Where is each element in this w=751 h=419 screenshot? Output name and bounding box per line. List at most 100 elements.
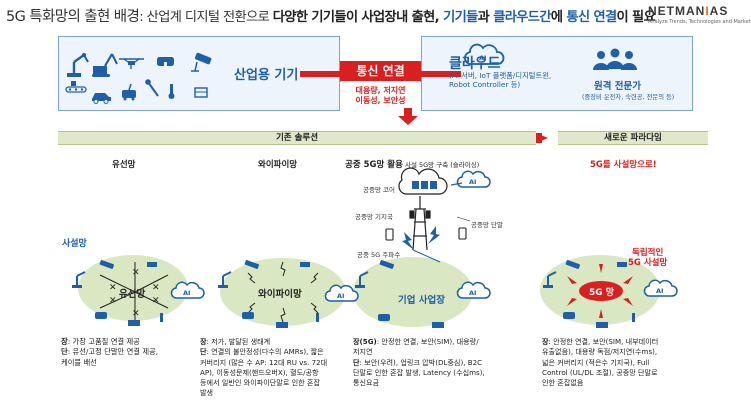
core-ai-label: AI xyxy=(469,178,477,186)
wifi-ai-cloud-icon xyxy=(324,284,359,302)
core-server-icons xyxy=(412,181,437,189)
pub-con3: 통신요금 xyxy=(353,378,380,388)
pub-pro-key: 장(5G) xyxy=(353,337,377,346)
wifi-conveyor-icon xyxy=(276,322,288,328)
logo-tagline: Analyze Trends, Technologies and Market xyxy=(648,19,751,25)
new-agv-icon xyxy=(563,312,575,319)
ent-conveyor-icon xyxy=(432,322,444,328)
wired-header: 유선망 xyxy=(112,160,136,170)
title-highlight-comm: 통신 연결 xyxy=(566,10,617,25)
ent-ai-label: AI xyxy=(469,289,477,297)
bar-arrow-body xyxy=(536,133,542,143)
existing-solution-bar: 기존 솔루션 xyxy=(58,131,536,145)
pub-con-key: 단 xyxy=(353,357,360,367)
new-drone-icon xyxy=(617,262,627,267)
private-net-label: 사설망 xyxy=(62,239,87,249)
tower-icon xyxy=(409,196,431,251)
netmanias-logo: NETMANIAS Analyze Trends, Technologies a… xyxy=(648,4,751,25)
title-tail: 이 필요 xyxy=(616,10,656,25)
new-ai-cloud-icon xyxy=(643,279,678,297)
svg-text:✕: ✕ xyxy=(132,268,140,278)
public-header-small: 사설 5G망 구축 (슬라이싱) xyxy=(402,161,480,169)
mobile-robot-icon xyxy=(122,83,136,101)
core-ai-cloud-icon xyxy=(456,170,491,188)
comm-sub2: 이동성, 보안성 xyxy=(355,96,406,105)
delivery-box-icon xyxy=(194,87,208,98)
comm-label: 통신 연결 xyxy=(340,61,421,81)
cctv-icon xyxy=(191,52,212,72)
core-cloud-icon xyxy=(398,167,448,195)
public-header-bold: 공중 5G망 활용 xyxy=(345,160,403,170)
wifi-center-label: 와이파이망 xyxy=(258,289,302,300)
wired-con2: 케이블 배선 xyxy=(61,357,97,367)
title-mid: 과 xyxy=(477,10,494,25)
drone-icon xyxy=(119,58,144,69)
comm-arrows xyxy=(300,66,461,125)
enterprise-label: 기업 사업장 xyxy=(398,295,446,306)
wifi-drone-icon xyxy=(300,262,310,267)
cloud-title: 클라우드 xyxy=(449,56,501,72)
wired-ai-label: AI xyxy=(183,289,191,297)
svg-text:✕: ✕ xyxy=(109,283,117,293)
new-ai-label: AI xyxy=(656,287,664,295)
terminal-label: 공중망 단말 xyxy=(471,221,503,229)
experts-icon xyxy=(593,48,637,70)
expert-sub: (중장비 운전자, 숙련공, 전문의 등) xyxy=(582,94,675,101)
public-header: 공중 5G망 활용 사설 5G망 구축 (슬라이싱) xyxy=(345,158,479,170)
new-robot-icon xyxy=(543,271,557,288)
wifi-cctv-icon xyxy=(244,260,259,269)
pub-con: : 보안(우려), 업링크 압박(DL중심), B2C xyxy=(359,357,483,367)
wifi-con5: 발생 xyxy=(200,388,214,398)
pub-con2: 단말로 인한 혼잡 발생, Latency (수십ms), xyxy=(353,367,485,377)
core-label: 공중망 코어 xyxy=(363,186,395,194)
wired-robot-icon xyxy=(72,271,86,288)
wired-pro-key: 장 xyxy=(61,337,68,346)
new-pro: : 안정한 연결, 보안(SIM, 내부데이터 xyxy=(548,337,659,346)
cloud-ai-text: AI xyxy=(479,54,486,62)
wrench-robot-icon xyxy=(145,79,159,97)
svg-text:✕: ✕ xyxy=(132,309,140,319)
svg-text:✕: ✕ xyxy=(152,283,160,293)
expert-title: 원격 전문가 xyxy=(594,81,642,92)
wifi-header: 와이파이망 xyxy=(258,160,298,170)
pub-pro2: 저지연 xyxy=(353,347,373,357)
new-pro5: 인한 혼잡없음 xyxy=(542,378,584,388)
wifi-con2: 커버리지 (많은 수 AP: 12대 RU vs. 72대 xyxy=(200,357,328,367)
public-desc: 장(5G): 안정한 연결, 보안(SIM), 대용량/ 저지연 단: 보안(우… xyxy=(353,337,518,388)
wired-ai-cloud-icon xyxy=(170,281,205,299)
wifi-con-key: 단 xyxy=(200,347,207,357)
conveyor-icon xyxy=(65,81,87,93)
terminal-leader xyxy=(456,216,471,222)
ai-cloud-icons xyxy=(170,170,678,302)
wired-con: : 유선/고정 단말만 연결 제공, xyxy=(67,347,159,357)
new-cctv-icon xyxy=(565,260,580,269)
fiveg-center xyxy=(579,281,623,301)
new-thermo-icon xyxy=(632,313,635,322)
wired-drone-icon xyxy=(147,262,157,267)
wifi-pro: : 저가, 발달된 생태계 xyxy=(206,337,271,346)
industrial-icons xyxy=(65,52,212,104)
svg-text:✕: ✕ xyxy=(152,296,160,306)
arrow-left-icon xyxy=(300,66,350,82)
base-label: 공중망 기지국 xyxy=(355,213,393,221)
title-main: 5G 특화망의 출현 배경 xyxy=(6,9,140,25)
robot-arm-icon xyxy=(67,53,89,77)
independent-label-2: 5G 사설망 xyxy=(628,258,668,268)
wifi-con: : 연결의 불안정성(다수의 AMRs), 짧은 xyxy=(206,347,324,357)
new-paradigm-bar: 새로운 파라다임 xyxy=(558,131,708,145)
industrial-label: 산업용 기기 xyxy=(234,68,299,83)
wired-conveyor-icon xyxy=(128,320,140,326)
new-desc: 장: 안정한 연결, 보안(SIM, 내부데이터 유출없음), 대용량 독점/저… xyxy=(542,337,707,388)
car-icon xyxy=(92,93,111,104)
wifi-ai-label: AI xyxy=(337,292,345,300)
logo-name-c: AS xyxy=(709,4,729,18)
wired-thermo-icon xyxy=(160,313,163,322)
title-end: 에 xyxy=(550,10,567,25)
ent-robot-icon xyxy=(355,271,369,288)
wifi-thermo-icon xyxy=(316,313,319,322)
logo-name: NETMANIAS xyxy=(648,4,748,18)
vr-headset-icon xyxy=(157,57,174,66)
